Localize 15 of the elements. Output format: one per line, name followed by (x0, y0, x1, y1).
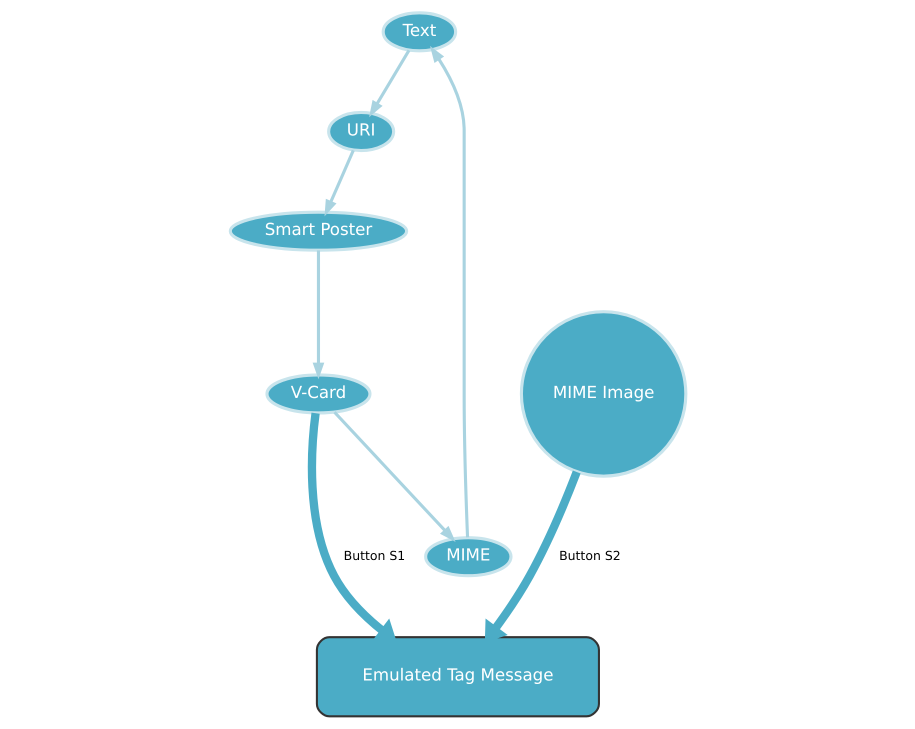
node-box: Emulated Tag Message (315, 636, 600, 718)
node-circle: MIME Image (519, 310, 687, 478)
node-ellipse: URI (326, 110, 395, 152)
edge-label: Button S1 (343, 548, 405, 563)
node-ellipse: Smart Poster (228, 210, 408, 252)
node-ellipse: V-Card (264, 373, 372, 414)
edge-label: Button S2 (558, 548, 620, 563)
arrow (368, 50, 410, 118)
arrow (324, 150, 354, 216)
arrow (332, 411, 456, 542)
arrow (429, 46, 469, 538)
node-ellipse: MIME (424, 536, 512, 578)
arrow (312, 250, 324, 380)
arrow (307, 412, 396, 642)
node-ellipse: Text (381, 11, 457, 52)
